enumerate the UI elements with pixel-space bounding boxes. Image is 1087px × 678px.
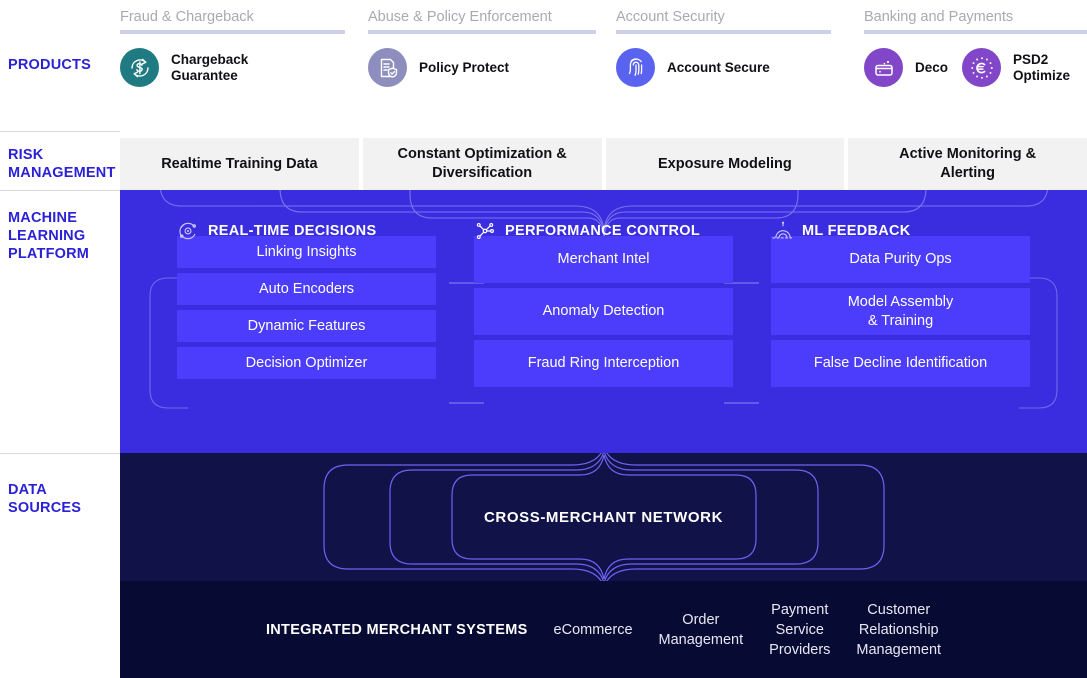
ml-platform-panel: REAL-TIME DECISIONS Linking Insights Aut… xyxy=(120,190,1087,453)
ml-box[interactable]: Fraud Ring Interception xyxy=(474,340,733,387)
product-item-deco[interactable]: Deco xyxy=(864,48,948,87)
product-item-label: PSD2 Optimize xyxy=(1013,51,1071,83)
ml-column-header: REAL-TIME DECISIONS xyxy=(177,190,436,240)
ml-column-title: REAL-TIME DECISIONS xyxy=(208,223,377,239)
ml-column-ml-feedback: ML FEEDBACK Data Purity Ops Model Assemb… xyxy=(752,190,1049,453)
product-items: Policy Protect xyxy=(368,48,596,87)
product-group-title: Banking and Payments xyxy=(864,9,1014,25)
ml-box[interactable]: Merchant Intel xyxy=(474,236,733,283)
product-group-underline xyxy=(120,30,345,34)
ml-column-title: PERFORMANCE CONTROL xyxy=(505,223,700,239)
product-group-title: Account Security xyxy=(616,9,725,25)
product-item-account-secure[interactable]: Account Secure xyxy=(616,48,770,87)
rail-bg-risk xyxy=(0,132,120,190)
rail-divider-2 xyxy=(0,190,120,191)
ml-column-title: ML FEEDBACK xyxy=(802,223,911,239)
ml-connector-lines xyxy=(149,190,1058,409)
product-item-label: Chargeback Guarantee xyxy=(171,51,249,83)
risk-card-label: Active Monitoring & Alerting xyxy=(899,146,1037,181)
merchant-system-ecommerce[interactable]: eCommerce xyxy=(553,621,633,638)
merchant-system-order-management[interactable]: Order Management xyxy=(658,611,744,648)
ml-box[interactable]: Dynamic Features xyxy=(177,310,436,342)
risk-card-label: Constant Optimization & Diversification xyxy=(397,146,567,181)
product-items: Account Secure xyxy=(616,48,831,87)
ml-column-real-time-decisions: REAL-TIME DECISIONS Linking Insights Aut… xyxy=(158,190,455,453)
product-group-title: Abuse & Policy Enforcement xyxy=(368,9,552,25)
rail-divider-1 xyxy=(0,131,120,132)
product-group-underline xyxy=(368,30,596,34)
risk-card-constant-optimization[interactable]: Constant Optimization & Diversification xyxy=(362,138,602,190)
product-item-policy-protect[interactable]: Policy Protect xyxy=(368,48,509,87)
product-group-title: Fraud & Chargeback xyxy=(120,9,254,25)
ml-box[interactable]: False Decline Identification xyxy=(771,340,1030,387)
product-item-chargeback-guarantee[interactable]: Chargeback Guarantee xyxy=(120,48,248,87)
product-item-label: Policy Protect xyxy=(419,59,510,75)
product-group-abuse-policy: Abuse & Policy Enforcement Policy Protec… xyxy=(368,8,596,87)
product-group-underline xyxy=(616,30,831,34)
rail-label-products: PRODUCTS xyxy=(8,57,91,73)
chargeback-guarantee-icon xyxy=(120,48,159,87)
cross-merchant-network-title: CROSS-MERCHANT NETWORK xyxy=(483,508,724,526)
cross-merchant-network-graphic xyxy=(323,453,885,581)
risk-card-realtime-training-data[interactable]: Realtime Training Data xyxy=(120,138,359,190)
risk-card-active-monitoring[interactable]: Active Monitoring & Alerting xyxy=(848,138,1087,190)
policy-protect-icon xyxy=(368,48,407,87)
ml-box[interactable]: Model Assembly & Training xyxy=(771,288,1030,335)
ml-column-header: PERFORMANCE CONTROL xyxy=(474,190,733,240)
ml-column-header: ML FEEDBACK xyxy=(771,190,1030,239)
deco-icon xyxy=(864,48,903,87)
product-item-label: Deco xyxy=(915,59,949,75)
ml-box[interactable]: Anomaly Detection xyxy=(474,288,733,335)
rail-bg-data xyxy=(0,454,120,678)
ml-box[interactable]: Data Purity Ops xyxy=(771,236,1030,283)
rail-label-machine-learning-platform: MACHINE LEARNING PLATFORM xyxy=(8,210,90,262)
products-row: Fraud & Chargeback Chargeback xyxy=(0,0,1087,131)
data-sources-panel: CROSS-MERCHANT NETWORK xyxy=(120,453,1087,581)
rail-label-data-sources: DATA SOURCES xyxy=(8,482,82,516)
integrated-merchant-systems-bar: INTEGRATED MERCHANT SYSTEMS eCommerce Or… xyxy=(120,581,1087,678)
product-items: Deco xyxy=(864,48,1087,87)
ml-columns: REAL-TIME DECISIONS Linking Insights Aut… xyxy=(120,190,1087,453)
psd2-optimize-icon xyxy=(962,48,1002,87)
network-nodes-icon xyxy=(474,220,496,242)
risk-card-label: Exposure Modeling xyxy=(658,155,792,172)
product-group-fraud-chargeback: Fraud & Chargeback Chargeback xyxy=(120,8,345,87)
rail-divider-3 xyxy=(0,453,120,454)
risk-card-exposure-modeling[interactable]: Exposure Modeling xyxy=(605,138,845,190)
risk-card-label: Realtime Training Data xyxy=(161,155,318,172)
rail-label-risk-management: RISK MANAGEMENT xyxy=(8,147,116,181)
merchant-system-customer-relationship-management[interactable]: Customer Relationship Management xyxy=(856,601,942,658)
ml-box[interactable]: Linking Insights xyxy=(177,236,436,268)
product-item-psd2-optimize[interactable]: PSD2 Optimize xyxy=(962,48,1070,87)
integrated-merchant-systems-label: INTEGRATED MERCHANT SYSTEMS xyxy=(265,621,528,638)
rail-bg-ml xyxy=(0,191,120,453)
arch-feedback-icon xyxy=(771,220,794,242)
ml-column-performance-control: PERFORMANCE CONTROL Merchant Intel Anoma… xyxy=(455,190,752,453)
product-group-banking-payments: Banking and Payments Deco xyxy=(864,8,1087,87)
ml-box[interactable]: Auto Encoders xyxy=(177,273,436,305)
orbit-target-icon xyxy=(177,220,199,242)
product-item-label: Account Secure xyxy=(667,59,770,75)
account-secure-icon xyxy=(616,48,655,87)
risk-management-row: Realtime Training Data Constant Optimiza… xyxy=(120,138,1087,190)
ml-box[interactable]: Decision Optimizer xyxy=(177,347,436,379)
product-items: Chargeback Guarantee xyxy=(120,48,345,87)
merchant-system-payment-service-providers[interactable]: Payment Service Providers xyxy=(769,601,831,658)
rail-bg-products xyxy=(0,0,120,131)
product-group-account-security: Account Security Account Secure xyxy=(616,8,831,87)
product-group-underline xyxy=(864,30,1087,34)
